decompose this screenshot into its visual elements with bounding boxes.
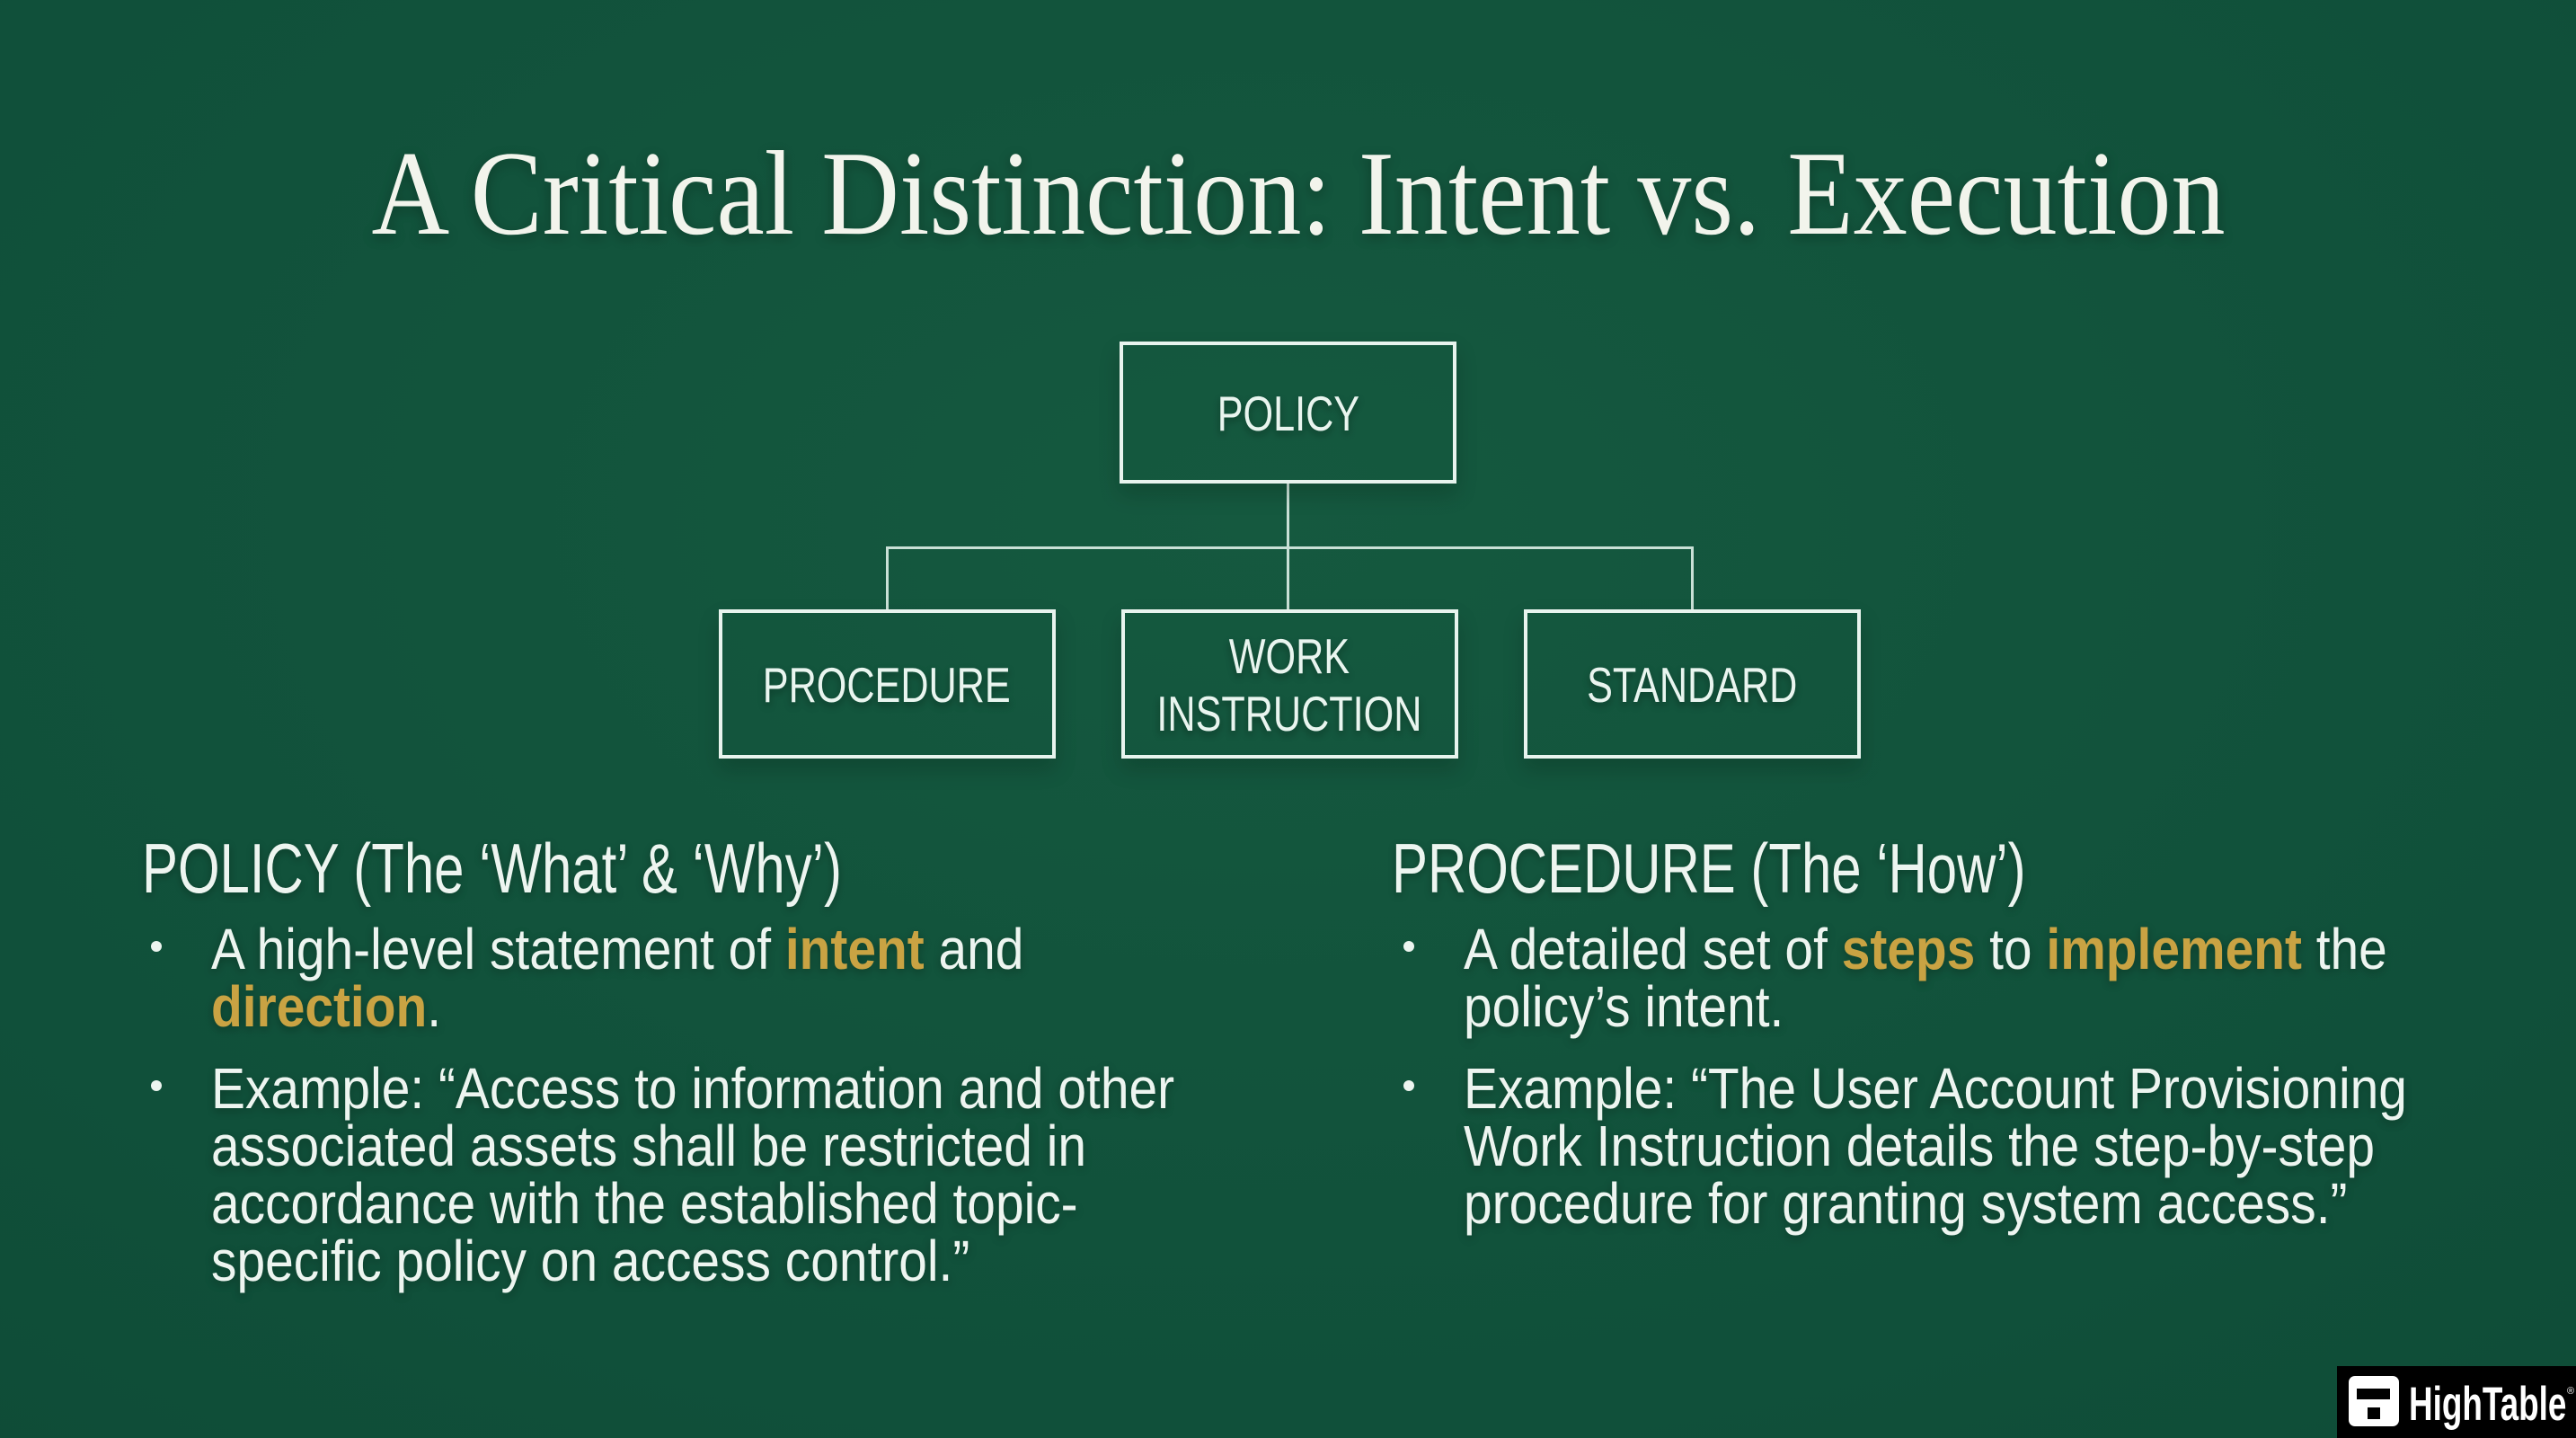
connector-horizontal <box>885 546 1694 549</box>
policy-column-heading: POLICY (The ‘What’ & ‘Why’) <box>141 828 842 908</box>
diagram-box-standard: STANDARD <box>1523 609 1861 759</box>
diagram-box-standard-label: STANDARD <box>1586 656 1798 713</box>
bullet-dot-icon <box>151 941 162 953</box>
connector-drop-right <box>1690 546 1694 609</box>
procedure-bullet-list: A detailed set of steps to implement the… <box>1403 920 2525 1232</box>
connector-drop-left <box>885 546 889 609</box>
diagram-box-policy: POLICY <box>1120 342 1456 484</box>
hightable-logo-text: HighTable <box>2409 1378 2567 1431</box>
procedure-column-heading: PROCEDURE (The ‘How’) <box>1392 828 2026 908</box>
bullet-item: A detailed set of steps to implement the… <box>1403 920 2525 1035</box>
hightable-logo-icon-bar <box>2357 1388 2390 1399</box>
diagram-box-procedure: PROCEDURE <box>718 609 1056 759</box>
hightable-logo: HighTable ® <box>2337 1365 2576 1438</box>
diagram-box-work-instruction: WORK INSTRUCTION <box>1120 609 1458 759</box>
hightable-logo-icon <box>2349 1376 2399 1426</box>
bullet-dot-icon <box>1403 941 1414 953</box>
slide-title: A Critical Distinction: Intent vs. Execu… <box>21 133 2576 253</box>
diagram-box-procedure-label: PROCEDURE <box>763 656 1011 713</box>
bullet-dot-icon <box>1403 1079 1414 1091</box>
hightable-logo-icon-square <box>2368 1407 2380 1419</box>
diagram-box-policy-label: POLICY <box>1217 385 1359 441</box>
bullet-item: Example: “Access to information and othe… <box>151 1060 1295 1290</box>
registered-trademark-symbol: ® <box>2567 1385 2575 1397</box>
diagram-box-work-instruction-label: WORK INSTRUCTION <box>1156 628 1422 741</box>
bullet-dot-icon <box>151 1079 162 1091</box>
slide-title-text: A Critical Distinction: Intent vs. Execu… <box>371 127 2226 261</box>
